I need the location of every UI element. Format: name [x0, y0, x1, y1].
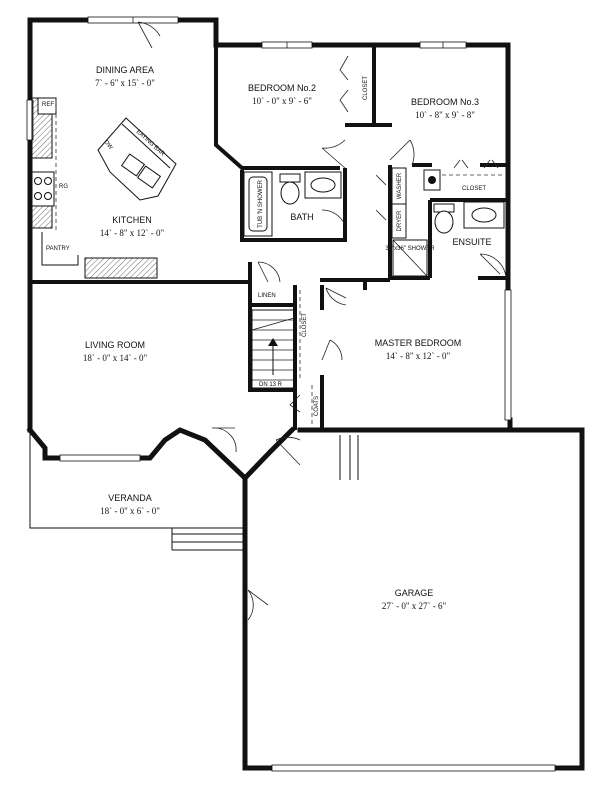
kitchen-dim: 14` - 8" x 12` - 0" [100, 228, 165, 238]
bedroom2-dim: 10` - 0" x 9` - 6" [252, 96, 312, 106]
interior-walls [30, 45, 508, 430]
kitchen-fixtures [31, 97, 177, 279]
windows [26, 16, 556, 772]
veranda-dim: 18` - 0" x 6` - 0" [100, 506, 160, 516]
ref-label: REF [42, 102, 54, 108]
closet-hall-label: CLOSET [302, 313, 308, 337]
room-labels: DINING AREA 7` - 6" x 15` - 0" BEDROOM N… [83, 65, 492, 611]
dw-label: DW [102, 139, 113, 151]
ensuite-name: ENSUITE [452, 237, 491, 247]
master-dim: 14` - 8" x 12` - 0" [386, 351, 451, 361]
shower-label: 36"x36" SHOWER [385, 246, 435, 252]
rg-label: RG [59, 184, 68, 190]
pantry-label: PANTRY [46, 246, 70, 252]
fixture-labels: REF RG DW EATING BAR PANTRY TUB 'N SHOWE… [42, 76, 486, 416]
living-dim: 18` - 0" x 14` - 0" [83, 353, 148, 363]
master-name: MASTER BEDROOM [375, 338, 462, 348]
closet-br2-label: CLOSET [363, 76, 369, 100]
washer-label: WASHER [397, 172, 403, 199]
exterior-walls [26, 17, 585, 771]
closet-br3-label: CLOSET [462, 186, 486, 192]
bedroom3-name: BEDROOM No.3 [411, 97, 479, 107]
dining-name: DINING AREA [96, 65, 154, 75]
stairs [251, 290, 313, 425]
linen-label: LINEN [258, 293, 276, 299]
garage-dim: 27` - 0" x 27` - 6" [382, 601, 447, 611]
bath-fixtures [243, 167, 505, 277]
dryer-label: DRYER [397, 210, 403, 232]
garage-name: GARAGE [395, 588, 434, 598]
living-name: LIVING ROOM [85, 340, 145, 350]
doors [137, 21, 507, 621]
bath-name: BATH [290, 212, 313, 222]
dining-dim: 7` - 6" x 15` - 0" [95, 78, 155, 88]
bedroom2-name: BEDROOM No.2 [248, 83, 316, 93]
veranda [29, 430, 359, 551]
tub-shower-label: TUB 'N SHOWER [258, 179, 264, 227]
stairs-label: DN 13 R [259, 382, 283, 388]
kitchen-name: KITCHEN [112, 215, 152, 225]
bedroom3-dim: 10` - 8" x 9` - 8" [415, 110, 475, 120]
coats-label: COATS [314, 396, 320, 416]
veranda-name: VERANDA [108, 493, 152, 503]
